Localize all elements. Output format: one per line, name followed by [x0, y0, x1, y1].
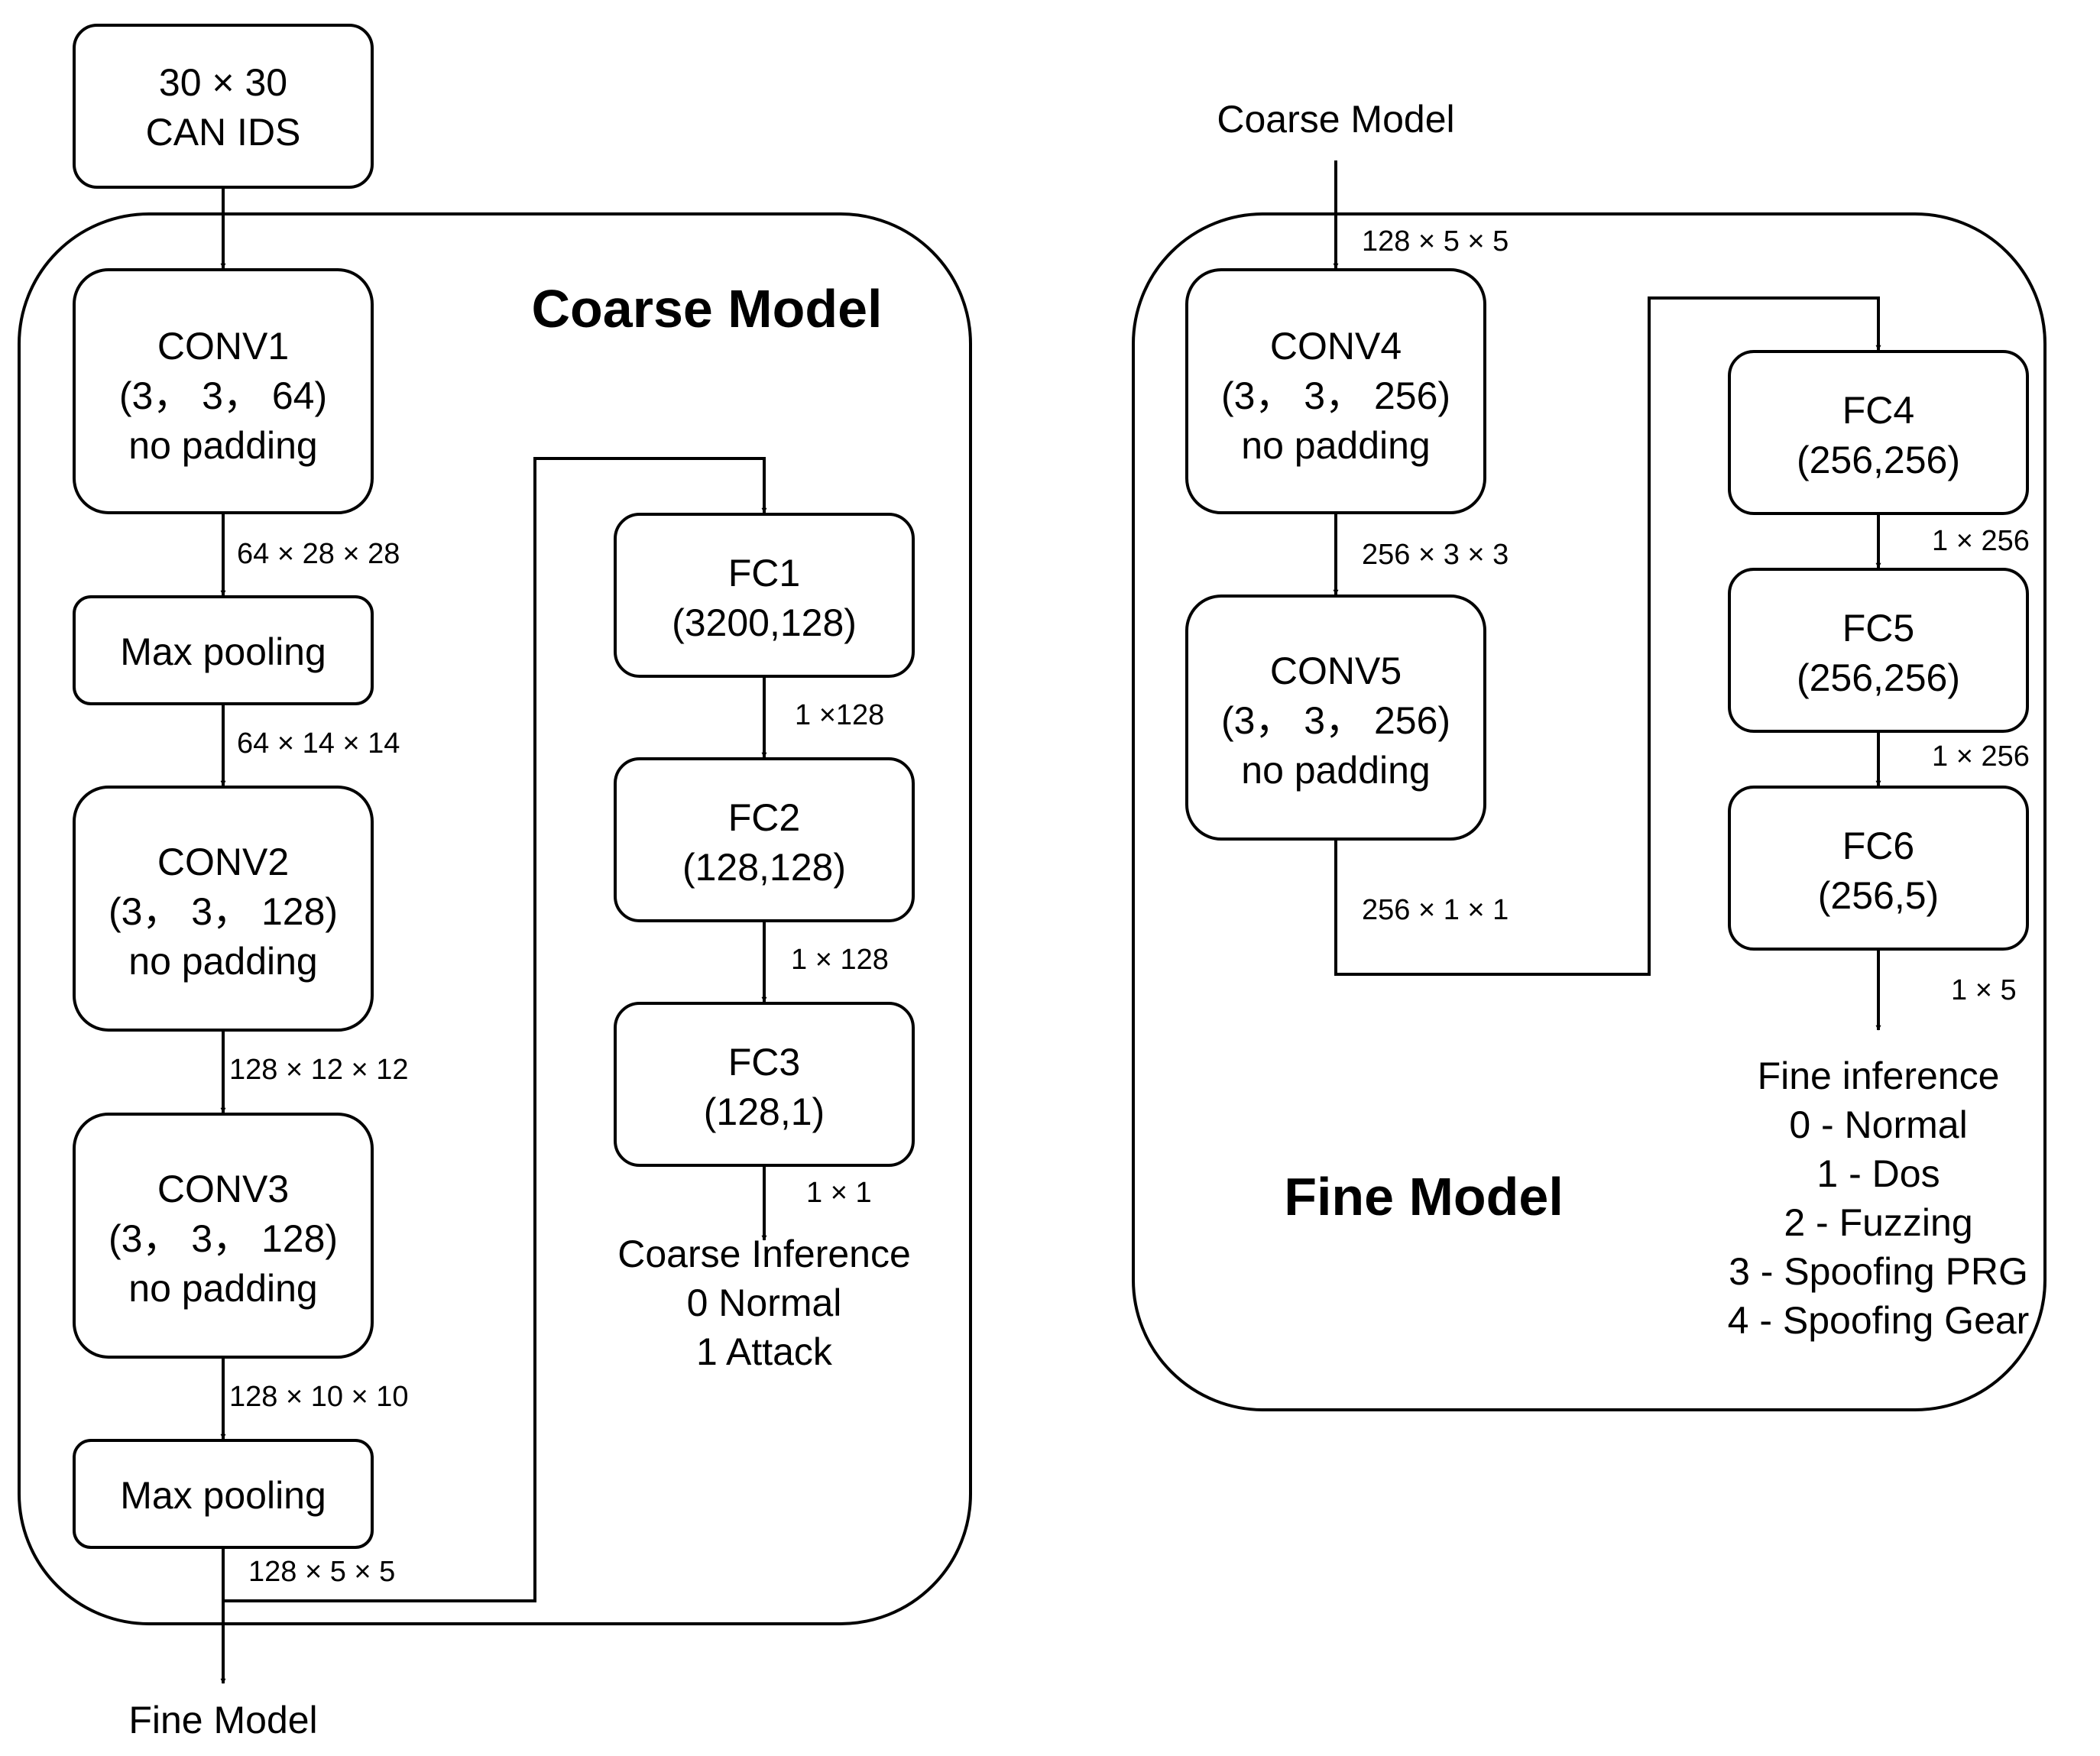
- dim-fc6-out: 1 × 5: [1951, 974, 2017, 1006]
- conv4-name: CONV4: [1270, 325, 1402, 368]
- dim-conv1-out: 64 × 28 × 28: [237, 538, 400, 570]
- conv1-padding: no padding: [128, 424, 317, 467]
- dim-fc1-out: 1 ×128: [795, 699, 884, 731]
- conv5-name: CONV5: [1270, 650, 1402, 692]
- fc2-params: (128,128): [682, 846, 846, 889]
- fc4-params: (256,256): [1797, 439, 1960, 481]
- coarse-model-title: Coarse Model: [532, 279, 883, 339]
- fine-inference-class: 2 - Fuzzing: [1784, 1201, 1972, 1244]
- coarse-model-container: [18, 212, 972, 1625]
- dim-fc3-out: 1 × 1: [806, 1177, 872, 1209]
- conv5-params: (3， 3， 256): [1221, 699, 1450, 742]
- fc1-params: (3200,128): [672, 601, 857, 644]
- max-pooling-2-label: Max pooling: [120, 1474, 326, 1517]
- conv3-name: CONV3: [157, 1168, 289, 1210]
- arrow-conv5-fc4: [1334, 296, 1881, 976]
- dim-pool2-out: 128 × 5 × 5: [248, 1556, 395, 1588]
- input-box: [73, 24, 374, 189]
- fc2-block: [614, 757, 915, 922]
- input-label: CAN IDS: [146, 111, 301, 154]
- conv5-padding: no padding: [1241, 749, 1430, 792]
- conv2-params: (3， 3， 128): [109, 890, 338, 933]
- dim-conv5-out: 256 × 1 × 1: [1362, 894, 1509, 926]
- dim-fc4-out: 1 × 256: [1932, 525, 2030, 557]
- conv1-name: CONV1: [157, 325, 289, 368]
- fc5-block: [1728, 568, 2029, 733]
- fc1-block: [614, 513, 915, 678]
- input-label: 30 × 30: [159, 61, 287, 104]
- conv2-name: CONV2: [157, 841, 289, 883]
- coarse-inference-class: 0 Normal: [687, 1281, 842, 1324]
- fine-inference-class: 0 - Normal: [1789, 1103, 1967, 1146]
- coarse-inference-title: Coarse Inference: [617, 1233, 911, 1275]
- dim-fine-input: 128 × 5 × 5: [1362, 225, 1509, 258]
- fc3-name: FC3: [728, 1041, 800, 1084]
- fc2-name: FC2: [728, 796, 800, 839]
- fc6-block: [1728, 786, 2029, 951]
- conv3-params: (3， 3， 128): [109, 1217, 338, 1260]
- fc5-params: (256,256): [1797, 656, 1960, 699]
- dim-fc2-out: 1 × 128: [791, 944, 889, 976]
- conv2-padding: no padding: [128, 940, 317, 983]
- fc4-name: FC4: [1842, 389, 1914, 432]
- fc4-block: [1728, 350, 2029, 515]
- conv1-params: (3， 3， 64): [119, 374, 327, 417]
- fc5-name: FC5: [1842, 607, 1914, 650]
- dim-fc5-out: 1 × 256: [1932, 740, 2030, 773]
- fine-model-output-label: Fine Model: [128, 1699, 317, 1741]
- fine-inference-title: Fine inference: [1758, 1055, 2000, 1097]
- fine-model-container: [1132, 212, 2047, 1411]
- conv3-padding: no padding: [128, 1267, 317, 1310]
- conv4-padding: no padding: [1241, 424, 1430, 467]
- dim-conv3-out: 128 × 10 × 10: [229, 1381, 409, 1413]
- fc6-name: FC6: [1842, 825, 1914, 867]
- fc6-params: (256,5): [1818, 874, 1939, 917]
- fine-inference-class: 4 - Spoofing Gear: [1728, 1299, 2030, 1342]
- fine-model-title: Fine Model: [1284, 1167, 1564, 1226]
- conv4-params: (3， 3， 256): [1221, 374, 1450, 417]
- dim-pool1-out: 64 × 14 × 14: [237, 727, 400, 760]
- max-pooling-1-label: Max pooling: [120, 630, 326, 673]
- arrow-pool2-fc1: [223, 457, 767, 1602]
- coarse-inference-class: 1 Attack: [696, 1330, 833, 1373]
- dim-conv4-out: 256 × 3 × 3: [1362, 539, 1509, 571]
- fc1-name: FC1: [728, 552, 800, 595]
- fine-inference-class: 3 - Spoofing PRG: [1729, 1250, 2028, 1293]
- fc3-params: (128,1): [704, 1090, 825, 1133]
- fine-inference-class: 1 - Dos: [1816, 1152, 1940, 1195]
- coarse-model-input-label: Coarse Model: [1217, 98, 1454, 141]
- dim-conv2-out: 128 × 12 × 12: [229, 1054, 409, 1086]
- fc3-block: [614, 1002, 915, 1167]
